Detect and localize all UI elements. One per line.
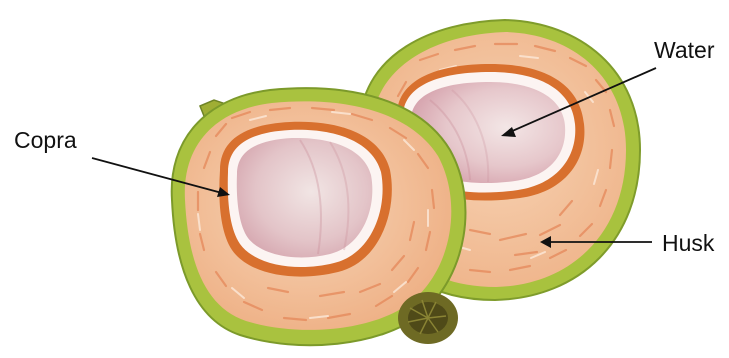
- front-coconut-base-eye: [398, 292, 458, 344]
- front-coconut-water: [237, 138, 373, 258]
- front-coconut: [172, 88, 466, 345]
- label-copra: Copra: [14, 127, 77, 153]
- label-water: Water: [654, 37, 715, 63]
- label-husk: Husk: [662, 230, 715, 256]
